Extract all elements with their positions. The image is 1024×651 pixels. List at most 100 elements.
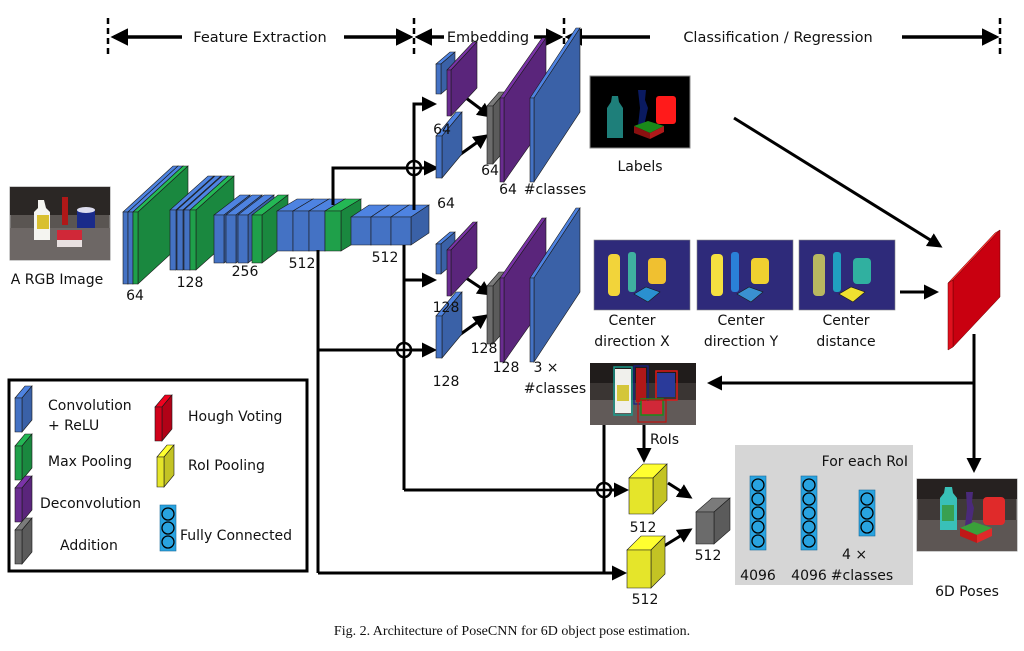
fully-connected-layer xyxy=(858,489,876,537)
conv-layer-front xyxy=(435,135,443,179)
neuron-icon xyxy=(860,520,874,534)
conv-layer xyxy=(529,26,581,184)
label-output-size: #classes xyxy=(524,182,586,198)
fully-connected-box: For each RoI 4096 4096 4 × #classes xyxy=(735,445,913,585)
neuron-icon xyxy=(802,534,816,548)
legend-swatch-hough-front xyxy=(154,406,163,442)
conv-layer-front xyxy=(237,214,249,264)
feature-extraction-label: Feature Extraction xyxy=(193,30,326,46)
6d-poses-image: 6D Poses xyxy=(916,478,1018,600)
conv-layer xyxy=(529,206,581,364)
conv-layer-front xyxy=(370,216,392,246)
fc-size-label: 4096 xyxy=(791,568,827,584)
6d-poses-label: 6D Poses xyxy=(935,584,999,600)
center-map-label-line1: Center xyxy=(822,313,869,329)
arrow xyxy=(667,481,693,499)
object-drill xyxy=(628,252,636,292)
object-bottle xyxy=(813,254,825,296)
addition-layer-front xyxy=(695,511,715,545)
center-deconv-size: 128 xyxy=(493,360,520,376)
conv-layer-front xyxy=(529,97,535,183)
conv-layer-front xyxy=(350,216,372,246)
legend-label: Addition xyxy=(60,538,118,554)
object-bottle xyxy=(711,254,723,296)
label-deconv-size: 64 xyxy=(499,182,517,198)
roi-pooling-layer xyxy=(628,463,668,515)
input-image-label: A RGB Image xyxy=(11,272,104,288)
maxpool-layer-front xyxy=(132,211,139,285)
deconv-layer xyxy=(499,37,547,183)
center-map-label-line2: direction X xyxy=(594,334,670,350)
deconv-layer-front xyxy=(446,69,452,117)
conv-layer xyxy=(390,204,430,246)
deconv-layer xyxy=(446,41,478,117)
roi-pooling-layer-front xyxy=(626,549,652,589)
classification-regression-label: Classification / Regression xyxy=(683,30,872,46)
hough-voting-layer xyxy=(947,229,1001,351)
label-conv-bottom-size: 64 xyxy=(437,196,455,212)
addition-layer-front xyxy=(486,285,494,345)
arrow xyxy=(465,276,493,296)
conv-layer-front xyxy=(183,209,191,271)
conv-layer xyxy=(435,111,463,179)
fully-connected-layer xyxy=(749,475,767,551)
conv-layer-front xyxy=(122,211,129,285)
backbone-vgg16 xyxy=(122,165,430,285)
legend-swatch-add xyxy=(14,517,33,565)
conv-layer-front xyxy=(276,210,294,252)
addition-layer-front xyxy=(486,105,494,165)
center-map-label-line2: direction Y xyxy=(704,334,779,350)
connections xyxy=(316,96,982,581)
conv-layer-front xyxy=(435,63,442,95)
center-conv-top-size: 128 xyxy=(433,300,460,316)
neuron-icon xyxy=(751,478,765,492)
roi-add-size: 512 xyxy=(695,548,722,564)
roi-pooling-blocks xyxy=(626,463,731,589)
arrow xyxy=(412,96,437,162)
neuron-icon xyxy=(751,534,765,548)
rois-label: RoIs xyxy=(650,432,679,448)
arrow xyxy=(733,116,943,248)
legend-swatch-add-front xyxy=(14,529,23,565)
deconv-layer-front xyxy=(446,249,452,297)
legend: Convolution + ReLU Max Pooling Deconvolu… xyxy=(7,378,309,573)
deconv-layer-front xyxy=(499,97,505,183)
legend-label: Max Pooling xyxy=(48,454,132,470)
neuron-icon xyxy=(802,492,816,506)
conv-layer-front xyxy=(176,209,184,271)
center-add-size: 128 xyxy=(471,341,498,357)
legend-swatch-roipool-front xyxy=(156,456,165,488)
rois-detection-image: RoIs xyxy=(590,363,696,448)
center-conv-bottom-size: 128 xyxy=(433,374,460,390)
roi-pooling-layer xyxy=(626,535,666,589)
center-map-label-line2: distance xyxy=(816,334,875,350)
labels-segmentation-image: Labels xyxy=(589,75,691,175)
label-conv-top-size: 64 xyxy=(433,122,451,138)
neuron-icon xyxy=(802,520,816,534)
arrow xyxy=(457,134,489,158)
fc-size-label: 4096 xyxy=(740,568,776,584)
legend-label: Convolution xyxy=(48,398,132,414)
conv-layer-front xyxy=(292,210,310,252)
maxpool-layer-front xyxy=(251,214,263,264)
legend-swatch-conv xyxy=(14,385,33,433)
arrow xyxy=(663,528,693,548)
object-drill xyxy=(833,252,841,292)
object-box xyxy=(736,286,764,303)
legend-swatch-hough xyxy=(154,394,173,442)
stage-header: Feature Extraction Embedding Classificat… xyxy=(106,18,1002,56)
object-can xyxy=(853,258,871,284)
legend-swatch-roipool xyxy=(156,444,175,488)
conv-layer-front xyxy=(435,315,443,359)
backbone-block-label: 64 xyxy=(126,288,144,304)
neuron-icon xyxy=(161,535,175,549)
center-map-image xyxy=(798,239,896,311)
conv-layer-front xyxy=(169,209,177,271)
center-output-size-line1: 3 × xyxy=(533,360,558,376)
legend-label: Fully Connected xyxy=(180,528,292,544)
backbone-block-label: 128 xyxy=(177,275,204,291)
neuron-icon xyxy=(751,520,765,534)
legend-label: + ReLU xyxy=(48,418,99,434)
backbone-block-label: 512 xyxy=(372,250,399,266)
legend-label: Hough Voting xyxy=(188,409,282,425)
